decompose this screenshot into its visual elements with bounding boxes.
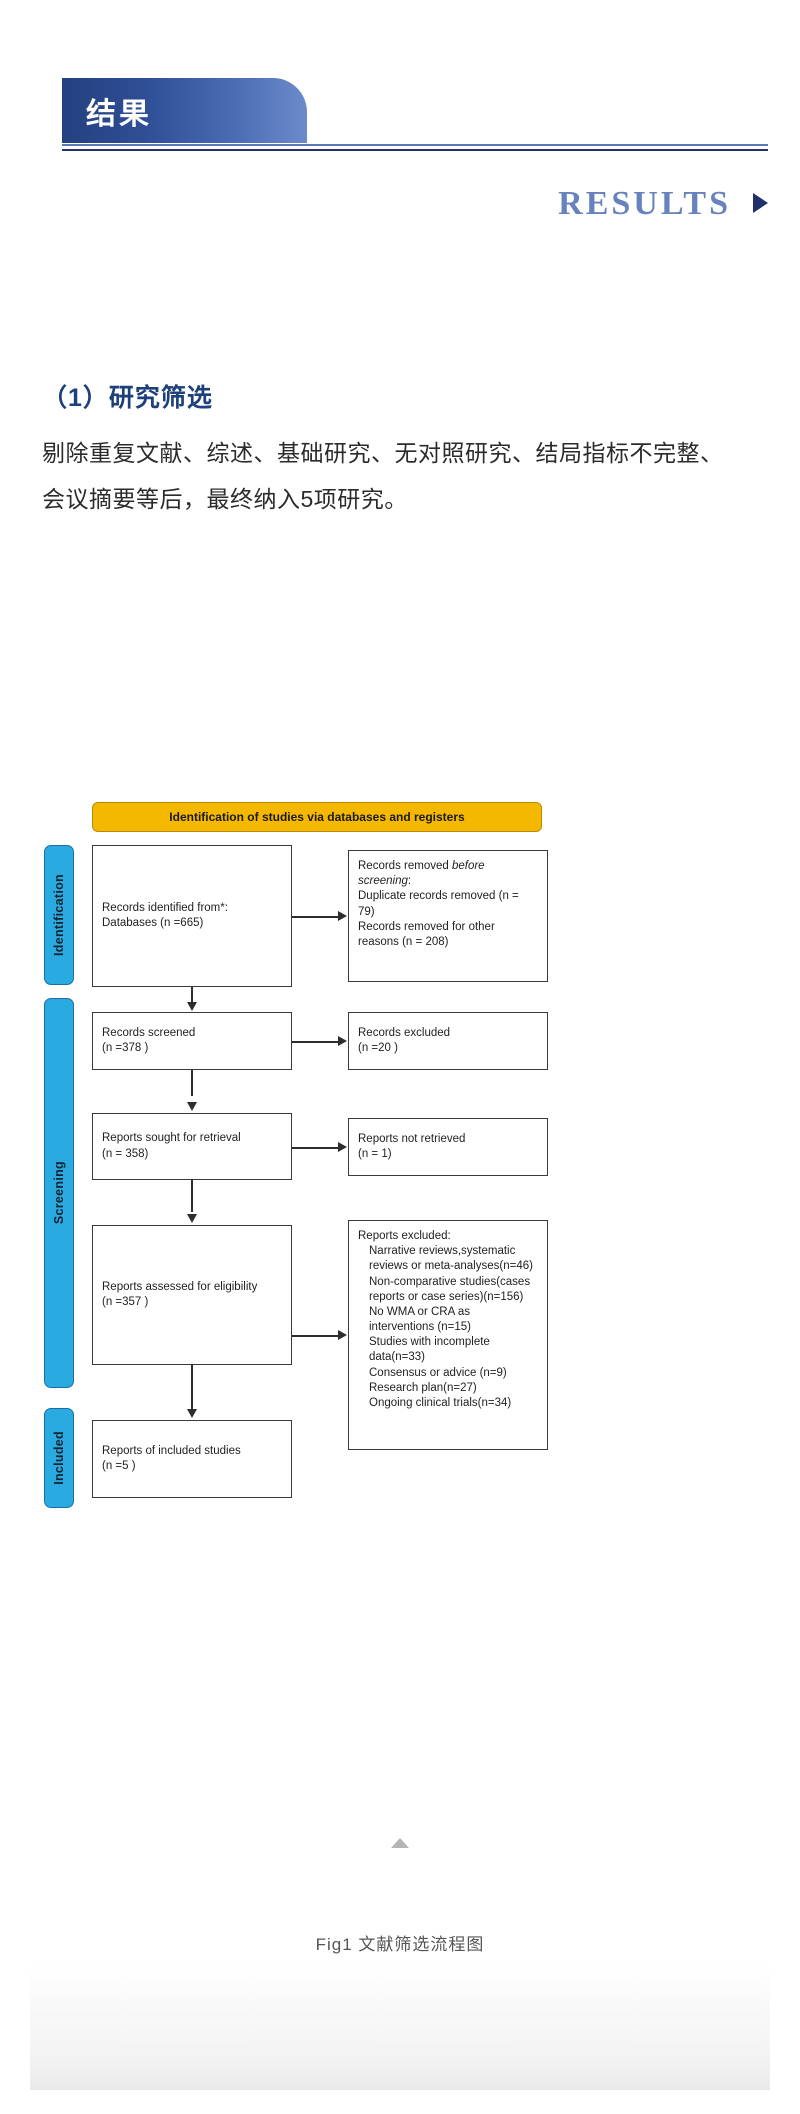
triangle-right-icon xyxy=(753,193,768,213)
section-heading: （1）研究筛选 xyxy=(42,384,213,412)
box-reports-not-retrieved: Reports not retrieved (n = 1) xyxy=(348,1118,548,1176)
stage-label-identification: Identification xyxy=(52,874,66,956)
connector-v-2 xyxy=(191,1070,193,1096)
box-records-screened-text: Records screened (n =378 ) xyxy=(102,1026,196,1054)
prisma-figure: Identification Screening Included Identi… xyxy=(30,770,770,1960)
emphasis-before-screening: before screening xyxy=(358,860,485,888)
box-records-excluded: Records excluded (n =20 ) xyxy=(348,1012,548,1070)
banner-title: 结果 xyxy=(86,97,152,131)
box-reports-not-retrieved-text: Reports not retrieved (n = 1) xyxy=(358,1132,466,1160)
connector-v-4 xyxy=(191,1365,193,1409)
flowchart-header-label: Identification of studies via databases … xyxy=(169,810,465,824)
prisma-flowchart: Identification Screening Included Identi… xyxy=(30,770,770,1870)
header-banner: 结果 xyxy=(62,78,307,143)
box-reports-sought-text: Reports sought for retrieval (n = 358) xyxy=(102,1132,241,1160)
stage-bar-identification: Identification xyxy=(44,845,74,985)
stage-label-screening: Screening xyxy=(52,1161,66,1225)
connector-v-3 xyxy=(191,1180,193,1212)
stage-label-included: Included xyxy=(52,1431,66,1485)
results-heading-row: RESULTS xyxy=(62,185,768,223)
header-rule-light xyxy=(62,144,768,146)
box-reports-excluded-items: Narrative reviews,systematic reviews or … xyxy=(369,1245,533,1409)
stage-bar-included: Included xyxy=(44,1408,74,1508)
footer-fade xyxy=(30,1960,770,2090)
box-records-removed-before-screening: Records removed before screening: Duplic… xyxy=(348,850,548,982)
arrow-down-1 xyxy=(187,1002,197,1011)
triangle-up-icon[interactable] xyxy=(391,1838,409,1848)
box-records-excluded-text: Records excluded (n =20 ) xyxy=(358,1026,451,1054)
connector-h-3 xyxy=(292,1147,339,1149)
banner-shape: 结果 xyxy=(62,78,307,143)
box-reports-assessed-text: Reports assessed for eligibility (n =357… xyxy=(102,1280,258,1308)
arrow-down-4 xyxy=(187,1409,197,1418)
figure-caption: Fig1 文献筛选流程图 xyxy=(315,1935,485,1954)
connector-h-1 xyxy=(292,916,339,918)
box-records-removed-text: Records removed before screening: Duplic… xyxy=(358,860,519,948)
box-reports-excluded-title: Reports excluded: xyxy=(358,1230,451,1242)
connector-v-1 xyxy=(191,987,193,1004)
box-reports-excluded-list: Reports excluded: Narrative reviews,syst… xyxy=(348,1220,548,1450)
box-reports-assessed: Reports assessed for eligibility (n =357… xyxy=(92,1225,292,1365)
box-included-studies-text: Reports of included studies (n =5 ) xyxy=(102,1444,241,1472)
box-reports-sought: Reports sought for retrieval (n = 358) xyxy=(92,1113,292,1180)
flowchart-header-banner: Identification of studies via databases … xyxy=(92,802,542,832)
header-rule-dark xyxy=(62,149,768,151)
stage-bar-screening: Screening xyxy=(44,998,74,1388)
box-records-identified-text: Records identified from*: Databases (n =… xyxy=(102,901,228,929)
box-records-screened: Records screened (n =378 ) xyxy=(92,1012,292,1070)
results-heading: RESULTS xyxy=(558,185,731,222)
arrow-right-2 xyxy=(338,1036,347,1046)
connector-h-4 xyxy=(292,1335,339,1337)
body-paragraph: 剔除重复文献、综述、基础研究、无对照研究、结局指标不完整、会议摘要等后，最终纳入… xyxy=(42,440,724,512)
arrow-right-3 xyxy=(338,1142,347,1152)
box-records-identified: Records identified from*: Databases (n =… xyxy=(92,845,292,987)
arrow-down-3 xyxy=(187,1214,197,1223)
arrow-down-2 xyxy=(187,1102,197,1111)
arrow-right-1 xyxy=(338,911,347,921)
box-included-studies: Reports of included studies (n =5 ) xyxy=(92,1420,292,1498)
arrow-right-4 xyxy=(338,1330,347,1340)
connector-h-2 xyxy=(292,1041,339,1043)
